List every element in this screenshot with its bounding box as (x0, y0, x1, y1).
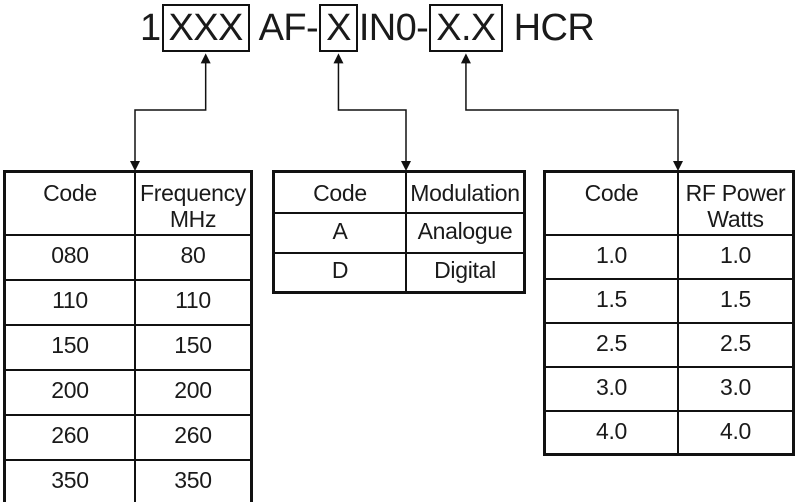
frequency-header-1: Frequency MHz (134, 170, 253, 236)
power-cell-2-1: 2.5 (677, 321, 795, 368)
modulation-cell-1-0: D (272, 251, 407, 294)
modulation-cell-1-1: Digital (405, 251, 526, 294)
frequency-cell-2-0: 150 (3, 323, 136, 371)
code-text-4: IN0- (358, 6, 429, 49)
power-cell-0-1: 1.0 (677, 233, 795, 280)
code-text-0: 1 (140, 6, 161, 49)
power-cell-4-0: 4.0 (543, 409, 679, 456)
power-cell-3-1: 3.0 (677, 365, 795, 412)
frequency-cell-5-0: 350 (3, 458, 136, 502)
frequency-cell-3-1: 200 (134, 368, 253, 416)
frequency-cell-2-1: 150 (134, 323, 253, 371)
frequency-cell-3-0: 200 (3, 368, 136, 416)
frequency-cell-4-0: 260 (3, 413, 136, 461)
frequency-cell-5-1: 350 (134, 458, 253, 502)
power-cell-3-0: 3.0 (543, 365, 679, 412)
frequency-cell-4-1: 260 (134, 413, 253, 461)
modulation-header-1: Modulation (405, 170, 526, 214)
power-cell-0-0: 1.0 (543, 233, 679, 280)
frequency-cell-0-1: 80 (134, 233, 253, 281)
code-text-6: HCR (503, 6, 595, 49)
frequency-header-0: Code (3, 170, 136, 236)
code-box-modulation: X (319, 3, 358, 53)
modulation-cell-0-0: A (272, 211, 407, 254)
power-cell-4-1: 4.0 (677, 409, 795, 456)
power-cell-2-0: 2.5 (543, 321, 679, 368)
frequency-cell-1-1: 110 (134, 278, 253, 326)
modulation-cell-0-1: Analogue (405, 211, 526, 254)
frequency-cell-0-0: 080 (3, 233, 136, 281)
power-cell-1-1: 1.5 (677, 277, 795, 324)
frequency-cell-1-0: 110 (3, 278, 136, 326)
code-box-frequency: XXX (161, 3, 250, 53)
code-text-2: AF- (250, 6, 319, 49)
power-header-1: RF Power Watts (677, 170, 795, 236)
modulation-header-0: Code (272, 170, 407, 214)
power-cell-1-0: 1.5 (543, 277, 679, 324)
code-box-power: X.X (429, 3, 503, 53)
power-header-0: Code (543, 170, 679, 236)
